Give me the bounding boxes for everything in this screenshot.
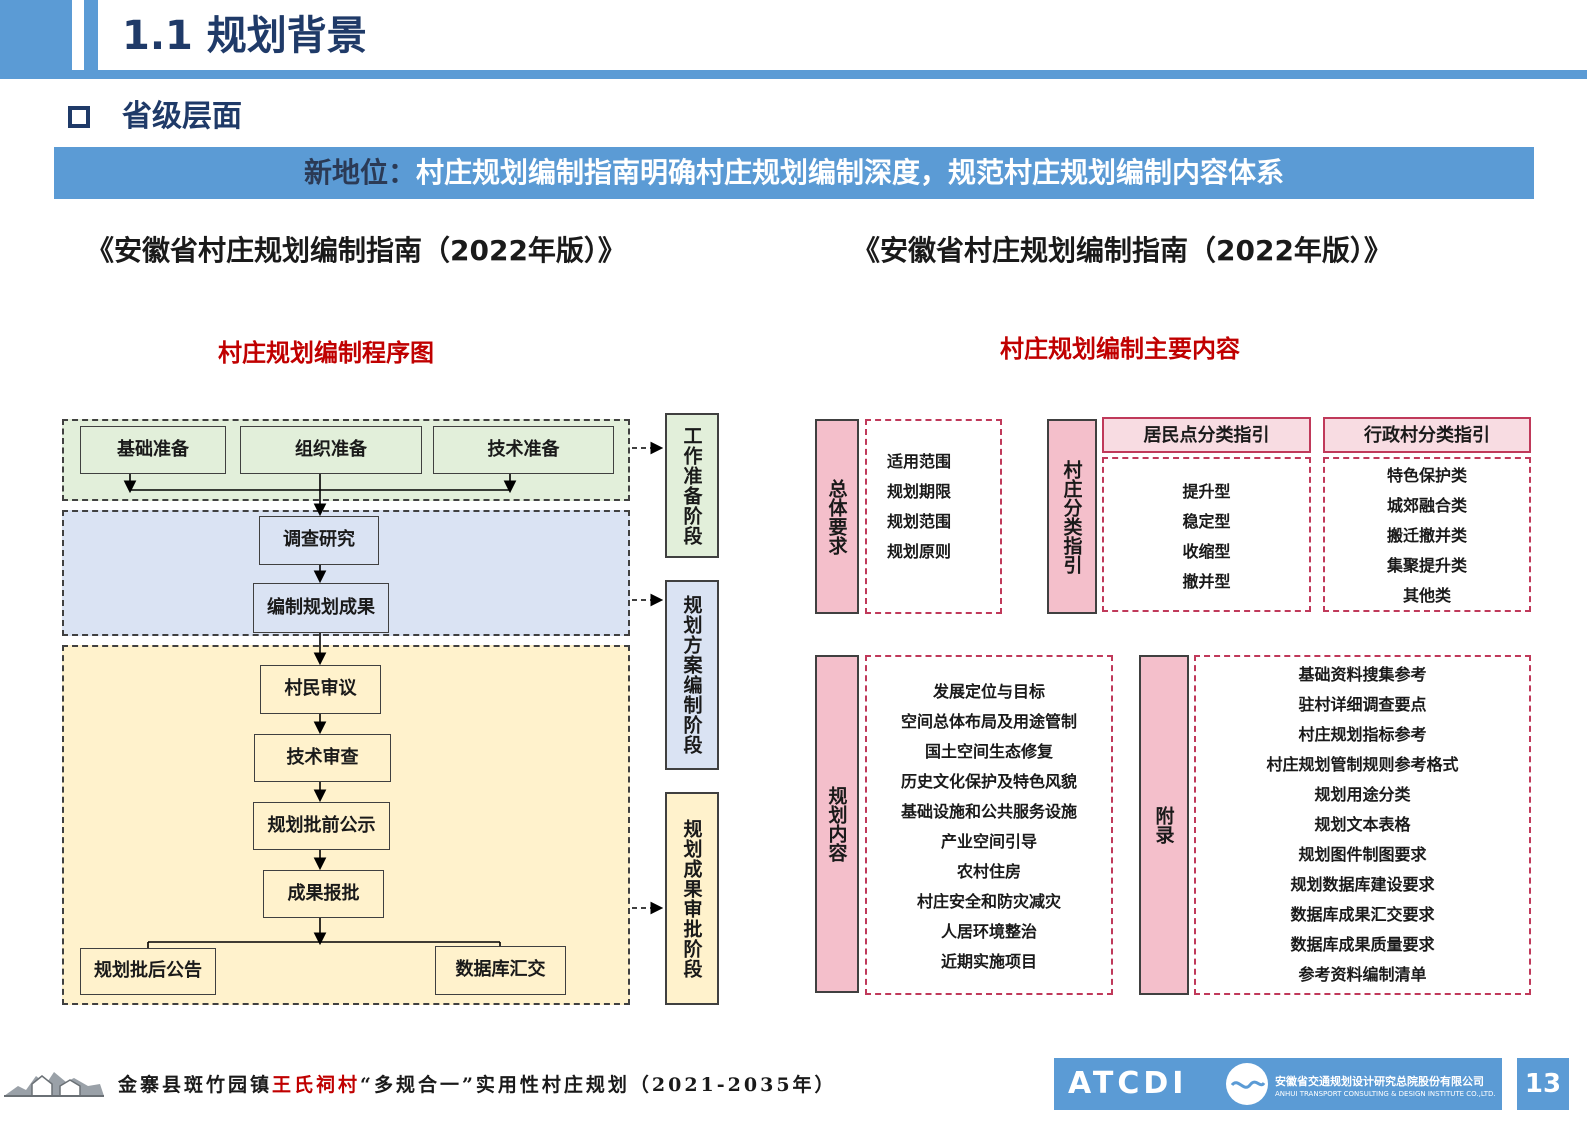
appendix-item: 规划数据库建设要求 — [1290, 875, 1435, 894]
appendix-item: 村庄规划指标参考 — [1298, 725, 1427, 744]
step-tech-review: 技术审查 — [254, 734, 391, 782]
general-item: 规划原则 — [887, 542, 952, 561]
header-accent-block — [0, 0, 72, 70]
resident-item: 收缩型 — [1182, 542, 1231, 561]
footer-project-title: 金寨县斑竹园镇王氏祠村“多规合一”实用性村庄规划（2021-2035年） — [118, 1070, 837, 1100]
admin-item: 集聚提升类 — [1386, 556, 1467, 575]
content-item: 近期实施项目 — [940, 952, 1037, 971]
header-underline-bar — [0, 70, 1587, 79]
final-database-submit: 数据库汇交 — [435, 946, 566, 995]
company-name-en: ANHUI TRANSPORT CONSULTING & DESIGN INST… — [1275, 1090, 1496, 1098]
appendix-item: 数据库成果质量要求 — [1290, 935, 1435, 954]
prep-box-organization: 组织准备 — [240, 426, 422, 474]
footer-plan-name: “多规合一”实用性村庄规划（2021-2035年） — [360, 1074, 837, 1096]
company-emblem-icon — [1226, 1063, 1268, 1105]
step-pre-approval-notice: 规划批前公示 — [253, 802, 390, 850]
resident-classification-panel: 提升型 稳定型 收缩型 撤并型 — [1102, 457, 1311, 612]
village-sketch-icon — [4, 1072, 104, 1097]
step-survey: 调查研究 — [259, 516, 379, 565]
header-accent-stripe — [84, 0, 98, 70]
resident-classification-header: 居民点分类指引 — [1102, 417, 1311, 453]
company-logo-banner — [1054, 1058, 1502, 1110]
footer-county-town: 金寨县斑竹园镇 — [118, 1074, 273, 1096]
appendix-label: 附录 — [1139, 655, 1189, 995]
content-item: 历史文化保护及特色风貌 — [900, 772, 1077, 791]
prep-box-basic: 基础准备 — [80, 426, 226, 474]
section-square-icon — [68, 106, 90, 128]
general-item: 适用范围 — [887, 452, 952, 471]
resident-item: 提升型 — [1182, 482, 1231, 501]
section-title: 省级层面 — [122, 99, 242, 134]
stage-label-approval: 规划成果审批阶段 — [665, 792, 719, 1005]
stage-label-prep: 工作准备阶段 — [665, 413, 719, 558]
content-item: 空间总体布局及用途管制 — [900, 712, 1077, 731]
general-item: 规划期限 — [887, 482, 952, 501]
content-item: 发展定位与目标 — [932, 682, 1045, 701]
page-number: 13 — [1517, 1058, 1569, 1110]
step-compile: 编制规划成果 — [253, 583, 389, 633]
highlight-banner: 新地位：村庄规划编制指南明确村庄规划编制深度，规范村庄规划编制内容体系 — [54, 147, 1534, 199]
content-item: 农村住房 — [956, 862, 1021, 881]
admin-item: 搬迁撤并类 — [1386, 526, 1467, 545]
content-item: 国土空间生态修复 — [924, 742, 1053, 761]
step-villager-review: 村民审议 — [260, 665, 381, 714]
banner-text: 村庄规划编制指南明确村庄规划编制深度，规范村庄规划编制内容体系 — [416, 156, 1285, 189]
general-requirements-label: 总体要求 — [815, 419, 859, 614]
content-item: 村庄安全和防灾减灾 — [916, 892, 1061, 911]
content-item: 人居环境整治 — [940, 922, 1037, 941]
admin-classification-header: 行政村分类指引 — [1323, 417, 1531, 453]
appendix-item: 规划文本表格 — [1314, 815, 1411, 834]
page-title: 1.1 规划背景 — [122, 13, 367, 59]
appendix-panel: 基础资料搜集参考 驻村详细调查要点 村庄规划指标参考 村庄规划管制规则参考格式 … — [1194, 655, 1531, 995]
village-classification-label: 村庄分类指引 — [1047, 419, 1097, 614]
appendix-item: 基础资料搜集参考 — [1298, 665, 1427, 684]
prep-box-technical: 技术准备 — [433, 426, 614, 474]
content-item: 基础设施和公共服务设施 — [900, 802, 1077, 821]
company-logo-mark: ATCDI — [1068, 1066, 1188, 1101]
resident-item: 稳定型 — [1182, 512, 1231, 531]
content-diagram-title: 村庄规划编制主要内容 — [1000, 335, 1240, 363]
procedure-diagram-title: 村庄规划编制程序图 — [218, 339, 434, 367]
appendix-item: 数据库成果汇交要求 — [1290, 905, 1435, 924]
general-requirements-panel: 适用范围 规划期限 规划范围 规划原则 — [865, 419, 1002, 614]
admin-classification-panel: 特色保护类 城郊融合类 搬迁撤并类 集聚提升类 其他类 — [1323, 457, 1531, 612]
appendix-item: 驻村详细调查要点 — [1298, 695, 1427, 714]
appendix-item: 参考资料编制清单 — [1298, 965, 1427, 984]
appendix-item: 规划用途分类 — [1314, 785, 1411, 804]
left-doc-title: 《安徽省村庄规划编制指南（2022年版）》 — [86, 234, 626, 267]
plan-content-panel: 发展定位与目标 空间总体布局及用途管制 国土空间生态修复 历史文化保护及特色风貌… — [865, 655, 1113, 995]
company-name-cn: 安徽省交通规划设计研究总院股份有限公司 — [1275, 1075, 1484, 1088]
step-submit-approval: 成果报批 — [263, 870, 384, 918]
appendix-item: 规划图件制图要求 — [1298, 845, 1427, 864]
content-item: 产业空间引导 — [940, 832, 1037, 851]
resident-item: 撤并型 — [1182, 572, 1231, 591]
final-public-notice: 规划批后公告 — [80, 948, 216, 995]
stage-label-plan: 规划方案编制阶段 — [665, 580, 719, 770]
right-doc-title: 《安徽省村庄规划编制指南（2022年版）》 — [852, 234, 1392, 267]
plan-content-label: 规划内容 — [815, 655, 859, 993]
footer-village-name: 王氏祠村 — [272, 1074, 361, 1096]
admin-item: 城郊融合类 — [1386, 496, 1467, 515]
admin-item: 特色保护类 — [1386, 466, 1467, 485]
banner-key: 新地位： — [303, 156, 416, 189]
appendix-item: 村庄规划管制规则参考格式 — [1266, 755, 1459, 774]
general-item: 规划范围 — [887, 512, 952, 531]
admin-item: 其他类 — [1402, 586, 1451, 605]
